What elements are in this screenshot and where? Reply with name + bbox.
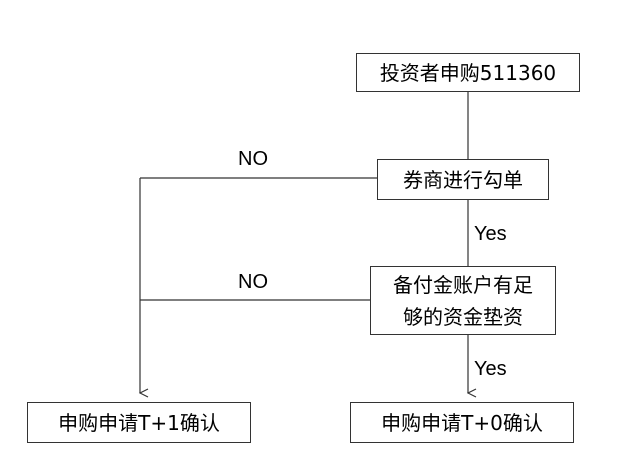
edge-label-yes-fund: Yes (474, 358, 507, 380)
broker-check-label: 券商进行勾单 (403, 167, 523, 192)
edge-label-no-fund: NO (238, 271, 268, 293)
t1-confirm-label: 申购申请T+1确认 (58, 410, 220, 435)
start-node: 投资者申购511360 (356, 53, 580, 92)
fund-check-label: 备付金账户有足够的资金垫资 (393, 272, 533, 329)
broker-check-node: 券商进行勾单 (377, 159, 549, 200)
edge-label-yes-broker: Yes (474, 223, 507, 245)
t1-confirm-node: 申购申请T+1确认 (27, 402, 251, 443)
edge-label-no-broker: NO (238, 148, 268, 170)
t0-confirm-label: 申购申请T+0确认 (381, 410, 543, 435)
start-node-label: 投资者申购511360 (379, 60, 557, 85)
t0-confirm-node: 申购申请T+0确认 (350, 402, 574, 443)
fund-check-node: 备付金账户有足够的资金垫资 (370, 266, 556, 335)
